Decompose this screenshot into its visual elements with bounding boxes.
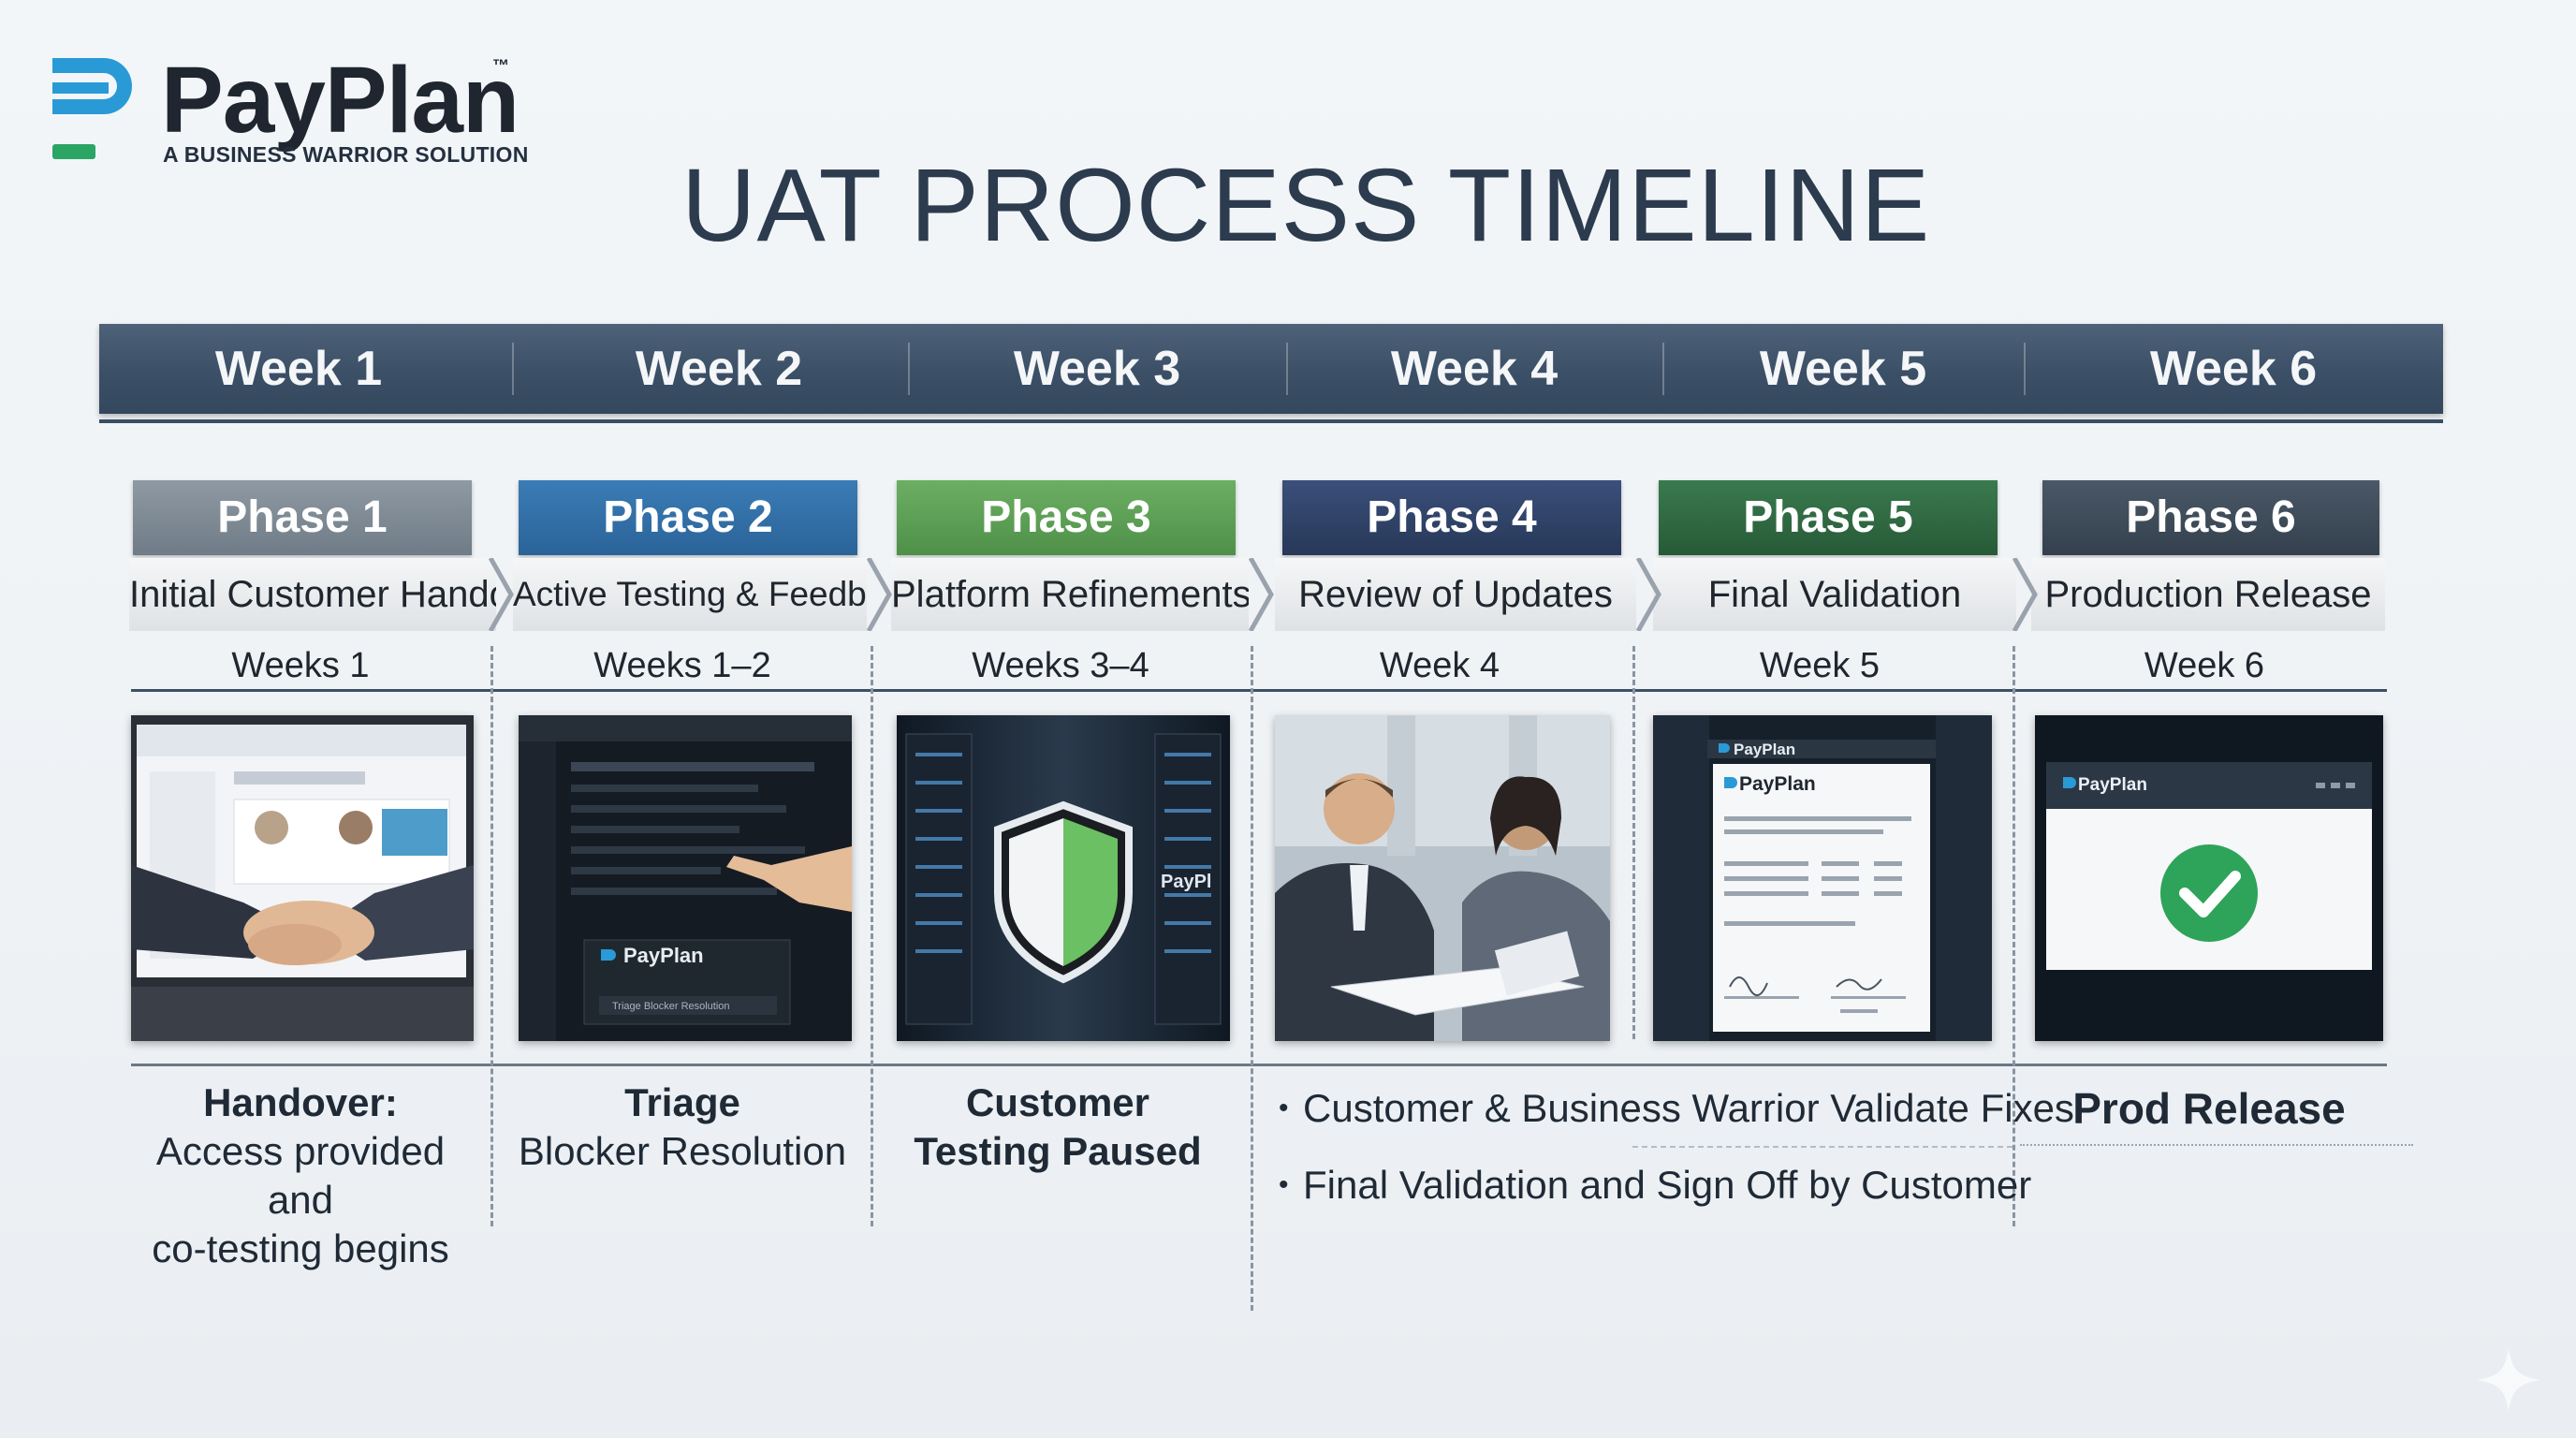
bullet-item-validate-fixes: • Customer & Business Warrior Validate Fi… (1279, 1084, 2074, 1133)
bullet-item-sign-off: • Final Validation and Sign Off by Custom… (1279, 1161, 2031, 1210)
phase-1-name: Initial Customer Handoff (129, 558, 496, 631)
chevron-right-icon (1249, 558, 1274, 631)
bullet-text: Customer & Business Warrior Validate Fix… (1303, 1086, 2074, 1130)
bullet-dot-icon: • (1279, 1169, 1289, 1200)
payplan-brand-text: PayPlan (1739, 773, 1816, 795)
phase-2-triage-image: PayPlan Triage Blocker Resolution (519, 715, 852, 1041)
phase-3-description-line-1: Customer (965, 1080, 1150, 1124)
phase-1-description-line-2: co-testing begins (152, 1226, 449, 1270)
phase-5-header: Phase 5 (1659, 480, 1998, 555)
chevron-right-icon (1636, 558, 1661, 631)
phase-4-name: Review of Updates (1275, 558, 1636, 631)
server-shield-illustration: PayPl (897, 715, 1230, 1041)
phase-3-header: Phase 3 (897, 480, 1236, 555)
phase-6-name: Production Release (2031, 558, 2385, 631)
triage-caption-text: Triage Blocker Resolution (612, 1001, 730, 1012)
phase-4-header: Phase 4 (1282, 480, 1621, 555)
week-2-label: Week 2 (635, 342, 803, 396)
phase-3-weeks: Weeks 3–4 (972, 646, 1149, 685)
sparkle-icon (2477, 1348, 2540, 1412)
week-4-label: Week 4 (1390, 342, 1559, 396)
phase-1-description: Handover: Access provided and co-testing… (129, 1078, 472, 1273)
phase-1-description-title: Handover: (203, 1080, 398, 1124)
week-3-label: Week 3 (1013, 342, 1181, 396)
phase-3-name: Platform Refinements (891, 558, 1249, 631)
logo-name: PayPlan (161, 48, 520, 153)
payplan-logo-mark-icon (52, 58, 132, 159)
column-divider (2012, 646, 2015, 1226)
phase-5-validation-image: PayPlan PayPlan (1653, 715, 1992, 1041)
chevron-right-icon (489, 558, 514, 631)
dashed-divider (1632, 1146, 2012, 1148)
phase-2-name: Active Testing & Feedback (513, 558, 867, 631)
phase-5-name: Final Validation (1653, 558, 2016, 631)
phase-1-handshake-image (131, 715, 474, 1041)
chevron-right-icon (2012, 558, 2038, 631)
dotted-divider (2020, 1144, 2413, 1146)
week-band-rule (99, 419, 2443, 423)
week-6-label: Week 6 (2149, 342, 2318, 396)
phase-2-description-title: Triage (624, 1080, 740, 1124)
week-5-label: Week 5 (1759, 342, 1927, 396)
column-divider (490, 646, 493, 1226)
week-header-band: Week 1 Week 2 Week 3 Week 4 Week 5 Week … (99, 324, 2443, 414)
phase-1-weeks: Weeks 1 (231, 646, 370, 685)
phase-2-header: Phase 2 (519, 480, 857, 555)
phase-6-description: Prod Release (2072, 1084, 2346, 1133)
bullet-text: Final Validation and Sign Off by Custome… (1303, 1163, 2032, 1207)
release-success-illustration: PayPlan (2035, 715, 2383, 1041)
payplan-brand-text: PayPlan (1734, 741, 1795, 758)
column-divider (871, 646, 873, 1226)
column-divider (1251, 646, 1253, 1311)
bullet-dot-icon: • (1279, 1093, 1289, 1123)
people-reviewing-illustration (1275, 715, 1610, 1041)
page-title: UAT PROCESS TIMELINE (681, 148, 1931, 263)
payplan-brand-text: PayPlan (2078, 775, 2147, 795)
dark-dashboard-illustration: PayPlan Triage Blocker Resolution (519, 715, 852, 1041)
phase-2-description-body: Blocker Resolution (518, 1129, 847, 1173)
logo-trademark: ™ (492, 56, 509, 75)
payplan-logo: PayPlan ™ A BUSINESS WARRIOR SOLUTION (52, 49, 539, 170)
validation-form-illustration: PayPlan PayPlan (1653, 715, 1992, 1041)
phase-6-release-image: PayPlan (2035, 715, 2383, 1041)
bottom-rule (131, 1064, 2387, 1066)
phase-1-description-line-1: Access provided and (155, 1129, 446, 1222)
payplan-brand-text: PayPlan (623, 944, 704, 967)
logo-tagline: A BUSINESS WARRIOR SOLUTION (163, 142, 529, 167)
payplan-brand-text: PayPl (1161, 872, 1211, 892)
phase-3-description: Customer Testing Paused (891, 1078, 1224, 1176)
phase-3-description-line-2: Testing Paused (914, 1129, 1202, 1173)
week-separator (1662, 343, 1664, 395)
phase-5-weeks: Week 5 (1759, 646, 1881, 685)
column-divider (1632, 646, 1635, 1039)
phase-2-weeks: Weeks 1–2 (593, 646, 771, 685)
phase-3-shield-image: PayPl (897, 715, 1230, 1041)
chevron-right-icon (867, 558, 892, 631)
handshake-laptop-illustration (131, 715, 474, 1041)
phase-6-header: Phase 6 (2042, 480, 2379, 555)
week-separator (908, 343, 910, 395)
week-separator (2024, 343, 2026, 395)
phase-2-description: Triage Blocker Resolution (513, 1078, 852, 1176)
week-1-label: Week 1 (214, 342, 383, 396)
phase-1-header: Phase 1 (133, 480, 472, 555)
phase-4-weeks: Week 4 (1379, 646, 1500, 685)
weeks-rule (131, 689, 2387, 692)
phase-4-review-image (1275, 715, 1610, 1041)
phase-6-weeks: Week 6 (2144, 646, 2265, 685)
week-separator (512, 343, 514, 395)
week-separator (1286, 343, 1288, 395)
